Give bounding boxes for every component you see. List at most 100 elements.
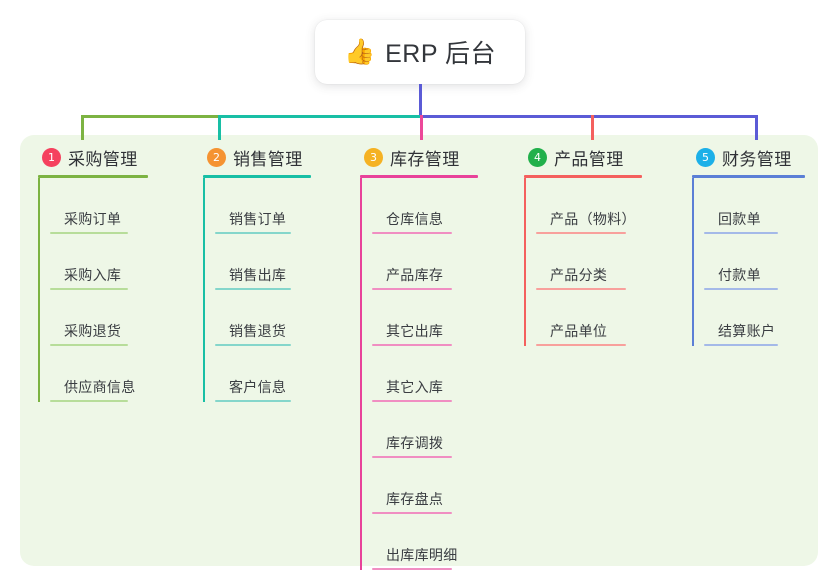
connector-drop-4 [591, 115, 594, 140]
leaf-item-rule [50, 344, 128, 346]
leaf-item-label: 其它出库 [386, 323, 444, 339]
branch-spine-5 [692, 178, 694, 346]
leaf-item-rule [215, 288, 291, 290]
leaf-item-label: 仓库信息 [386, 211, 444, 227]
branch-items-5: 回款单付款单结算账户 [692, 178, 837, 346]
branch-items-3: 仓库信息产品库存其它出库其它入库库存调拨库存盘点出库库明细 [360, 178, 520, 570]
connector-drop-2 [218, 115, 221, 140]
leaf-item-rule [50, 232, 128, 234]
leaf-item[interactable]: 销售出库 [215, 234, 348, 290]
branch-items-4: 产品（物料） 产品分类产品单位 [524, 178, 679, 346]
branch-spine-3 [360, 178, 362, 570]
leaf-item-rule [704, 288, 778, 290]
leaf-item-rule [50, 400, 128, 402]
leaf-item[interactable]: 出库库明细 [372, 514, 520, 570]
leaf-item-label: 销售退货 [229, 323, 287, 339]
branch-header-rule-1 [38, 175, 148, 178]
leaf-item[interactable]: 回款单 [704, 178, 837, 234]
branch-spine-4 [524, 178, 526, 346]
leaf-item-label: 产品分类 [550, 267, 608, 283]
leaf-item-rule [536, 232, 626, 234]
branch-badge-3: 3 [364, 147, 383, 167]
leaf-item[interactable]: 库存调拨 [372, 402, 520, 458]
leaf-item[interactable]: 仓库信息 [372, 178, 520, 234]
leaf-item-label: 付款单 [718, 267, 761, 283]
branch-items-2: 销售订单销售出库销售退货客户信息 [203, 178, 348, 402]
connector-bus-right [420, 115, 758, 118]
leaf-item-rule [536, 344, 626, 346]
leaf-item-label: 库存盘点 [386, 491, 444, 507]
leaf-item[interactable]: 销售订单 [215, 178, 348, 234]
connector-drop-1 [81, 115, 84, 140]
thumbs-up-icon: 👍 [343, 37, 376, 66]
leaf-item-label: 采购入库 [64, 267, 122, 283]
leaf-item-label: 结算账户 [718, 323, 776, 339]
root-node-erp-backend[interactable]: 👍 ERP 后台 [315, 20, 525, 84]
connector-stem [419, 84, 422, 117]
leaf-item-rule [372, 344, 452, 346]
connector-drop-3 [420, 115, 423, 140]
branch-title-5: 财务管理 [722, 149, 792, 169]
branch-title-3: 库存管理 [390, 149, 460, 169]
branch-title-4: 产品管理 [554, 149, 624, 169]
branch-spine-1 [38, 178, 40, 402]
leaf-item-rule [372, 568, 452, 570]
connector-drop-5 [755, 115, 758, 140]
branch-header-3[interactable]: 3 库存管理 [360, 145, 520, 169]
connector-bus-mid [218, 115, 420, 118]
leaf-item-rule [704, 344, 778, 346]
leaf-item[interactable]: 库存盘点 [372, 458, 520, 514]
branch-header-rule-3 [360, 175, 478, 178]
branch-title-2: 销售管理 [233, 149, 303, 169]
leaf-item-label: 出库库明细 [386, 547, 458, 563]
branch-column-2: 2 销售管理销售订单销售出库销售退货客户信息 [203, 145, 348, 402]
leaf-item[interactable]: 产品库存 [372, 234, 520, 290]
leaf-item-rule [372, 288, 452, 290]
leaf-item[interactable]: 产品（物料） [536, 178, 679, 234]
leaf-item-label: 采购订单 [64, 211, 122, 227]
leaf-item[interactable]: 供应商信息 [50, 346, 188, 402]
leaf-item-rule [50, 288, 128, 290]
leaf-item-label: 产品单位 [550, 323, 608, 339]
leaf-item-rule [215, 344, 291, 346]
branch-items-1: 采购订单采购入库采购退货供应商信息 [38, 178, 188, 402]
leaf-item-label: 库存调拨 [386, 435, 444, 451]
root-node-label: ERP 后台 [385, 40, 497, 68]
branch-column-5: 5 财务管理回款单付款单结算账户 [692, 145, 837, 346]
leaf-item-label: 其它入库 [386, 379, 444, 395]
leaf-item[interactable]: 采购订单 [50, 178, 188, 234]
leaf-item[interactable]: 产品单位 [536, 290, 679, 346]
branch-header-5[interactable]: 5 财务管理 [692, 145, 837, 169]
branch-title-1: 采购管理 [68, 149, 138, 169]
leaf-item-label: 产品（物料） [550, 211, 636, 227]
leaf-item[interactable]: 付款单 [704, 234, 837, 290]
leaf-item-rule [215, 400, 291, 402]
branch-badge-2: 2 [207, 147, 226, 167]
leaf-item[interactable]: 采购退货 [50, 290, 188, 346]
leaf-item-label: 产品库存 [386, 267, 444, 283]
leaf-item[interactable]: 销售退货 [215, 290, 348, 346]
diagram-panel [20, 135, 818, 566]
leaf-item-label: 销售出库 [229, 267, 287, 283]
branch-badge-5: 5 [696, 147, 715, 167]
leaf-item[interactable]: 采购入库 [50, 234, 188, 290]
branch-column-3: 3 库存管理仓库信息产品库存其它出库其它入库库存调拨库存盘点出库库明细 [360, 145, 520, 570]
leaf-item-rule [372, 512, 452, 514]
leaf-item[interactable]: 其它入库 [372, 346, 520, 402]
leaf-item[interactable]: 结算账户 [704, 290, 837, 346]
leaf-item-rule [215, 232, 291, 234]
leaf-item-rule [536, 288, 626, 290]
leaf-item-label: 销售订单 [229, 211, 287, 227]
branch-header-rule-4 [524, 175, 642, 178]
leaf-item-label: 客户信息 [229, 379, 287, 395]
leaf-item-label: 采购退货 [64, 323, 122, 339]
leaf-item[interactable]: 客户信息 [215, 346, 348, 402]
leaf-item[interactable]: 其它出库 [372, 290, 520, 346]
branch-header-2[interactable]: 2 销售管理 [203, 145, 348, 169]
leaf-item-rule [372, 456, 452, 458]
leaf-item[interactable]: 产品分类 [536, 234, 679, 290]
